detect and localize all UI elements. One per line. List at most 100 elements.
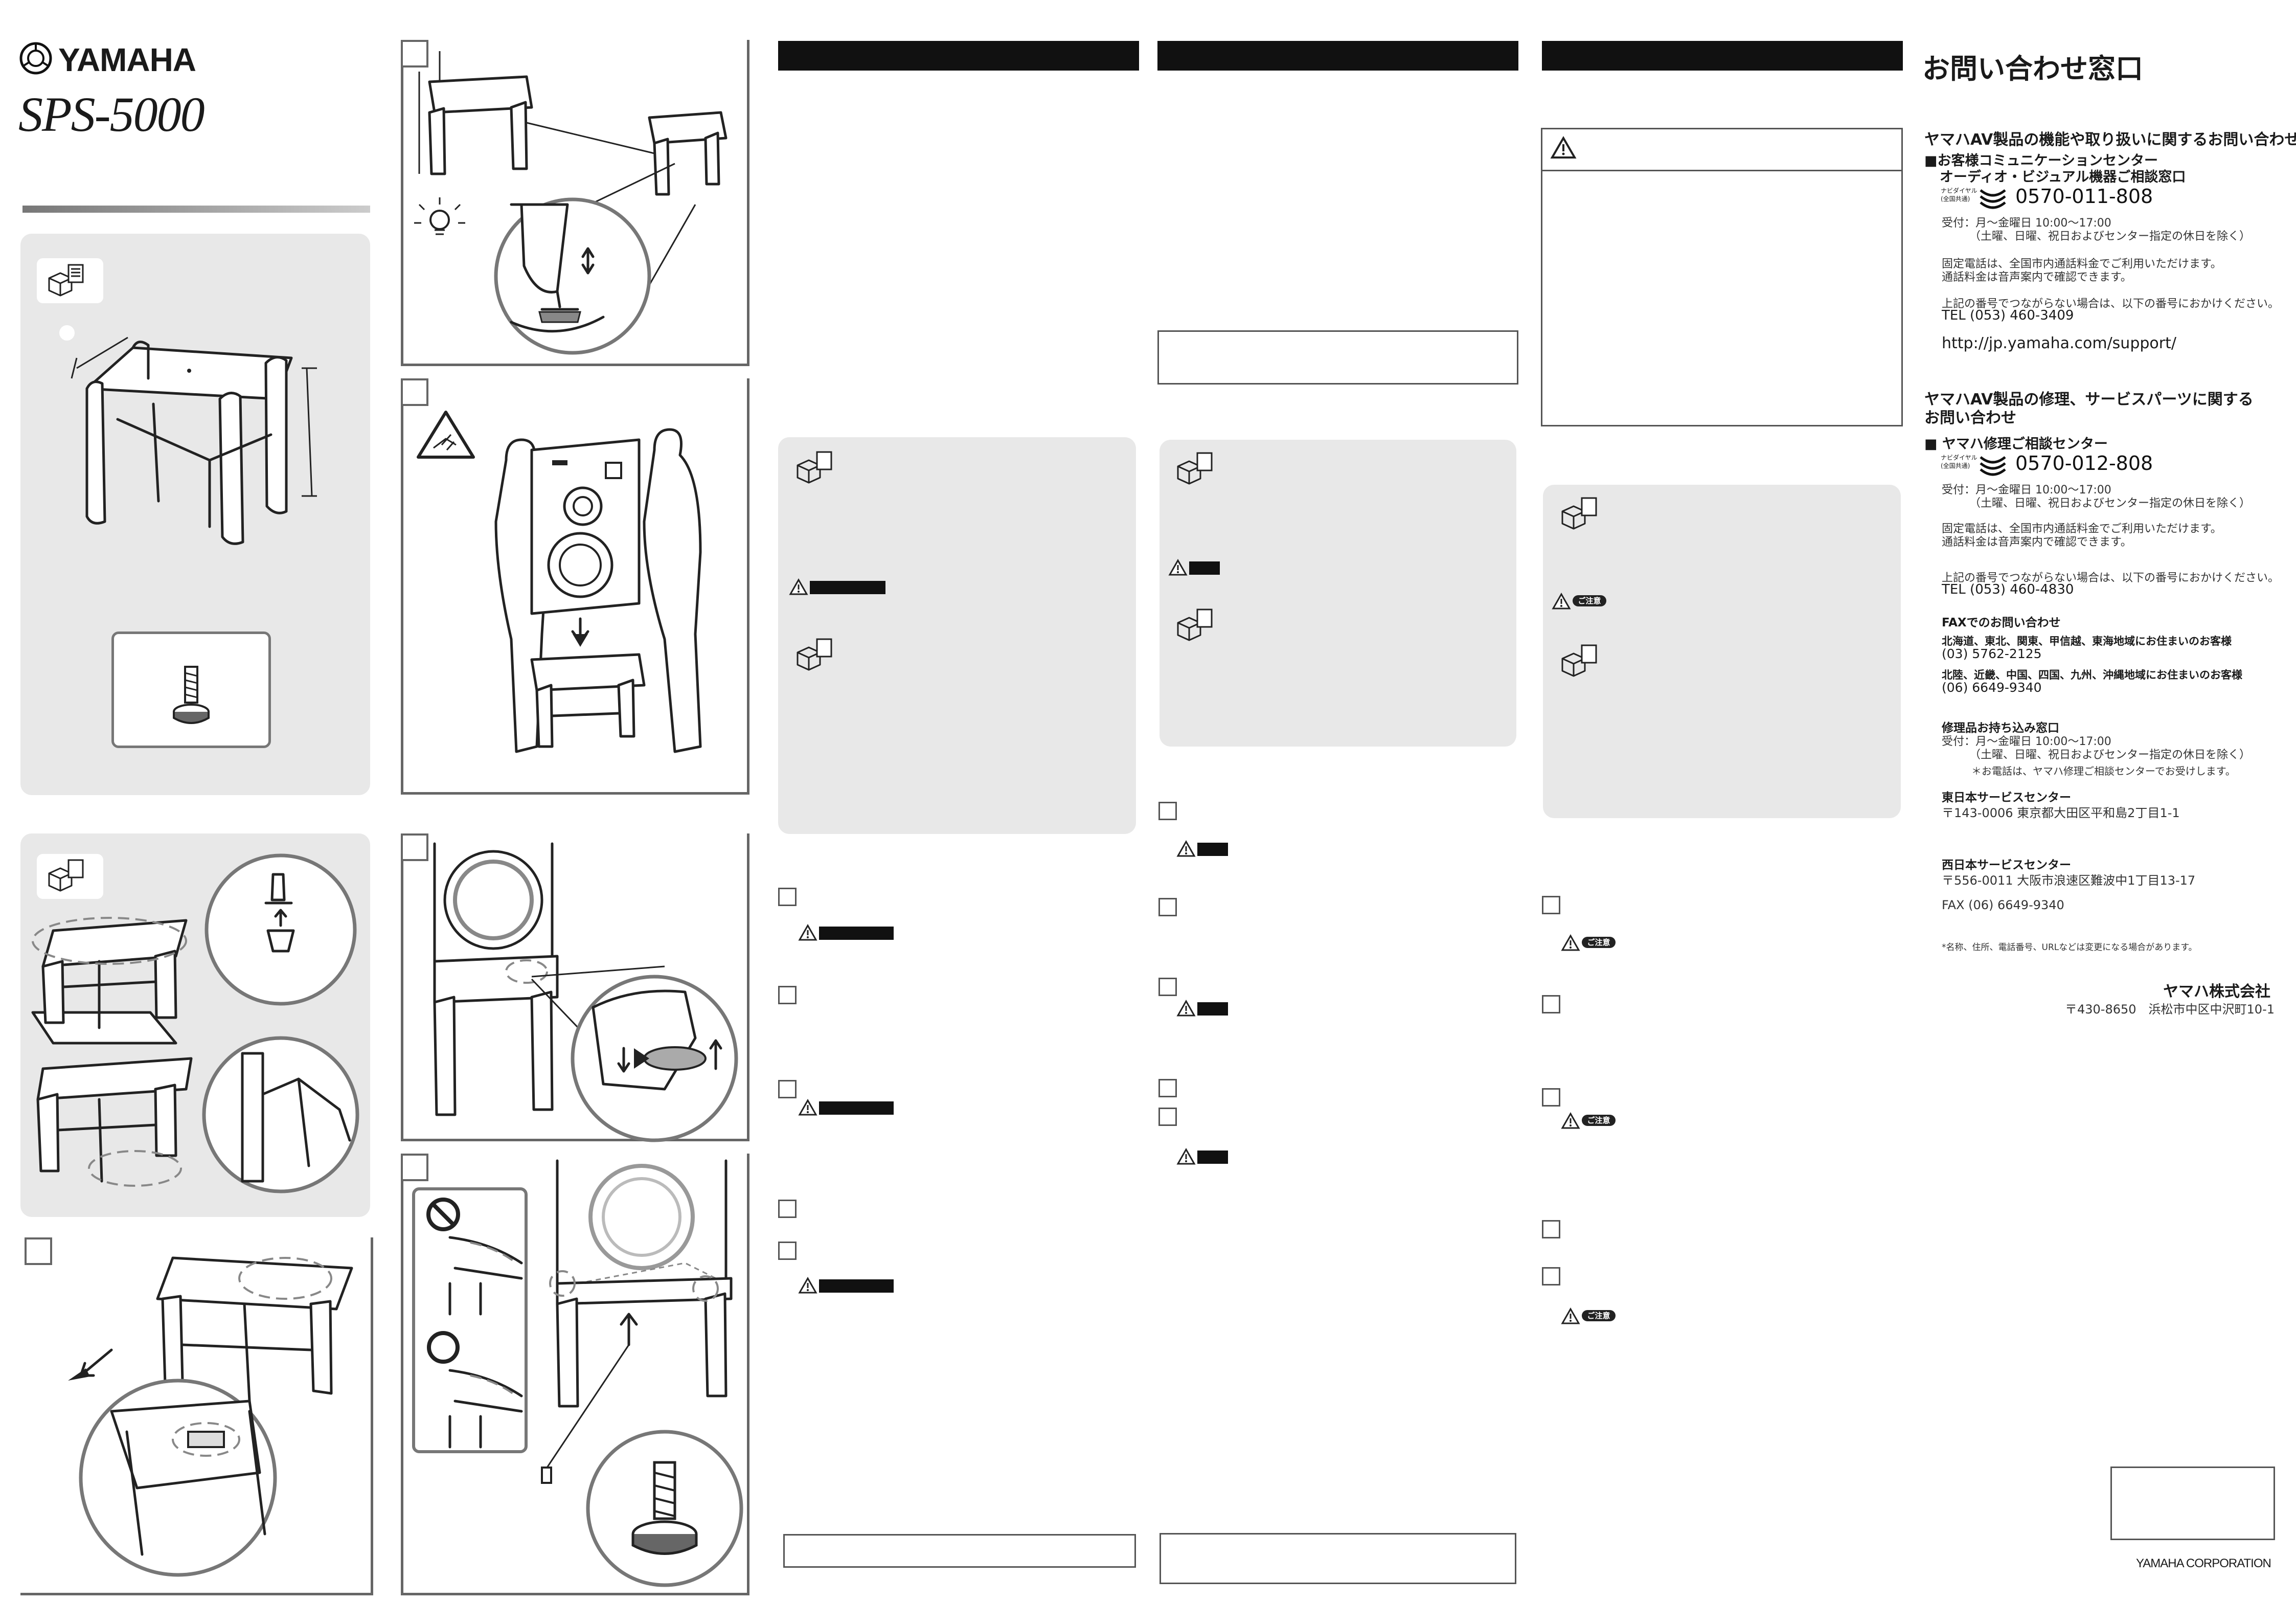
- stand-assembly-illustration: [31, 853, 359, 1193]
- prohibited-icon: [426, 1198, 460, 1231]
- fallback-note: 上記の番号でつながらない場合は、以下の番号におかけください。: [1942, 298, 2280, 310]
- step-checkbox: [778, 1242, 797, 1260]
- caution-note-badge: ご注意: [1582, 1115, 1616, 1126]
- spec-box: [1157, 330, 1518, 385]
- model-name: SPS-5000: [18, 87, 205, 142]
- fixed-line-note-2: 通話料金は音声案内で確認できます。: [1942, 271, 2132, 284]
- warning-triangle-icon: [1168, 558, 1188, 576]
- tel-number-2: 0570-012-808: [2015, 452, 2153, 475]
- hours-2-note: （土曜、日曜、祝日およびセンター指定の休日を除く）: [1969, 497, 2251, 510]
- step-checkbox: [1158, 978, 1177, 996]
- warning-triangle-icon: [1552, 592, 1571, 610]
- warning-label-block: [819, 1101, 894, 1115]
- caution-note-badge: ご注意: [1573, 595, 1606, 606]
- warning-triangle-icon: [1561, 1112, 1580, 1129]
- footnote-box-c4: [1160, 1533, 1516, 1584]
- step-number-box: [401, 1154, 428, 1181]
- step-checkbox: [1542, 995, 1560, 1013]
- step-checkbox: [1542, 896, 1560, 914]
- navidial-mark: ナビダイヤル (全国共通): [1941, 186, 2012, 212]
- tuning-fork-emblem-icon: [19, 42, 52, 75]
- fixed-line-note-4: 通話料金は音声案内で確認できます。: [1942, 536, 2132, 549]
- tel-fallback-2: TEL (053) 460-4830: [1942, 582, 2074, 597]
- step-checkbox: [1542, 1088, 1560, 1107]
- step-checkbox: [1158, 898, 1177, 916]
- warning-triangle-icon: [798, 1098, 817, 1116]
- east-center-name: 東日本サービスセンター: [1942, 791, 2071, 804]
- package-icon: [1561, 644, 1597, 677]
- center-name-2: ■ ヤマハ修理ご相談センター: [1924, 436, 2108, 452]
- warning-label-block: [819, 1279, 894, 1293]
- navidial-mark-2: ナビダイヤル (全国共通): [1941, 453, 2012, 479]
- leveling-illustration: [414, 51, 728, 355]
- company-name: ヤマハ株式会社: [2163, 983, 2270, 1001]
- package-icon: [797, 638, 832, 671]
- hours-1-note: （土曜、日曜、祝日およびセンター指定の休日を除く）: [1969, 230, 2251, 243]
- step-frame-c2-1: [401, 40, 749, 366]
- carry-in-hours: 受付：月～金曜日 10:00～17:00: [1942, 735, 2111, 748]
- fixed-line-note-3: 固定電話は、全国市内通話料金でご利用いただけます。: [1942, 523, 2222, 535]
- east-center-address: 〒143-0006 東京都大田区平和島2丁目1-1: [1942, 806, 2180, 820]
- step-number-box: [401, 833, 428, 861]
- warning-triangle-icon: [1176, 999, 1196, 1017]
- section-header-bar: [1542, 41, 1903, 71]
- note-panel-c4: [1160, 440, 1516, 747]
- step-frame-c2-4: [401, 1154, 749, 1595]
- package-icon: [1177, 452, 1213, 485]
- step-frame-c2-3: [401, 833, 749, 1141]
- disclaimer: *名称、住所、電話番号、URLなどは変更になる場合があります。: [1942, 942, 2197, 953]
- package-icon: [797, 451, 832, 484]
- warning-box-rule: [1541, 170, 1903, 171]
- navidial-icon: [1980, 189, 2006, 209]
- west-center-address: 〒556-0011 大阪市浪速区難波中1丁目13-17: [1942, 873, 2196, 888]
- fax-west-number: (06) 6649-9340: [1942, 680, 2042, 695]
- bullet-dot: [59, 325, 75, 341]
- contact-title: お問い合わせ窓口: [1922, 53, 2143, 85]
- stand-illustration-1: [71, 336, 317, 545]
- warning-triangle-icon: [1561, 934, 1580, 951]
- do-dont-details: [448, 1236, 523, 1449]
- step-checkbox: [1542, 1267, 1560, 1285]
- step-frame-c1: [20, 1237, 373, 1595]
- speaker-on-stand-illustration: [433, 842, 738, 1142]
- light-bulb-icon: [414, 197, 465, 235]
- correct-circle-icon: [427, 1331, 460, 1364]
- speaker-base-illustration: [541, 1159, 743, 1587]
- package-icon: [1177, 608, 1213, 641]
- step-number-box: [401, 40, 428, 67]
- contact-section-2-title: ヤマハAV製品の修理、サービスパーツに関する: [1924, 391, 2254, 409]
- west-center-name: 西日本サービスセンター: [1942, 859, 2071, 872]
- tel-fallback-1: TEL (053) 460-3409: [1942, 308, 2074, 323]
- step-checkbox: [778, 986, 797, 1004]
- warning-label-block: [1197, 1151, 1228, 1164]
- warning-label-block: [819, 927, 894, 940]
- warning-triangle-icon: [1561, 1307, 1580, 1324]
- corporation-name: YAMAHA CORPORATION: [2136, 1557, 2271, 1570]
- step-checkbox: [1158, 1079, 1177, 1097]
- carry-in-hours-note: （土曜、日曜、祝日およびセンター指定の休日を除く）: [1969, 749, 2251, 761]
- step-checkbox: [778, 1200, 797, 1218]
- hours-2: 受付：月～金曜日 10:00～17:00: [1942, 484, 2111, 497]
- warning-triangle-icon: [798, 923, 817, 941]
- center-name-1: ■お客様コミュニケーションセンター: [1924, 153, 2158, 169]
- warning-label-block: [1197, 843, 1228, 856]
- brand-name: YAMAHA: [58, 41, 196, 78]
- warning-label-block: [810, 581, 885, 594]
- step-frame-c2-2: [401, 378, 749, 795]
- carry-in-title: 修理品お持ち込み窓口: [1942, 721, 2059, 735]
- two-person-lift-illustration: [494, 428, 702, 753]
- support-url-link[interactable]: http://jp.yamaha.com/support/: [1942, 334, 2176, 352]
- warning-triangle-icon: [1176, 840, 1196, 857]
- note-panel-c3: [778, 437, 1136, 834]
- tel-number-1: 0570-011-808: [2015, 185, 2153, 208]
- barcode-box: [2110, 1467, 2275, 1540]
- warning-triangle-icon: [1550, 136, 1577, 159]
- fax-title: FAXでのお問い合わせ: [1942, 616, 2061, 629]
- contact-section-1-title: ヤマハAV製品の機能や取り扱いに関するお問い合わせ: [1924, 131, 2296, 149]
- caution-triangle-hand-icon: [417, 411, 475, 459]
- warning-label-block: [1197, 1002, 1228, 1016]
- package-contents-icon-2: [48, 859, 84, 892]
- step-checkbox: [1158, 1108, 1177, 1126]
- step-number-box: [25, 1237, 52, 1265]
- stand-bottom-illustration: [68, 1256, 353, 1577]
